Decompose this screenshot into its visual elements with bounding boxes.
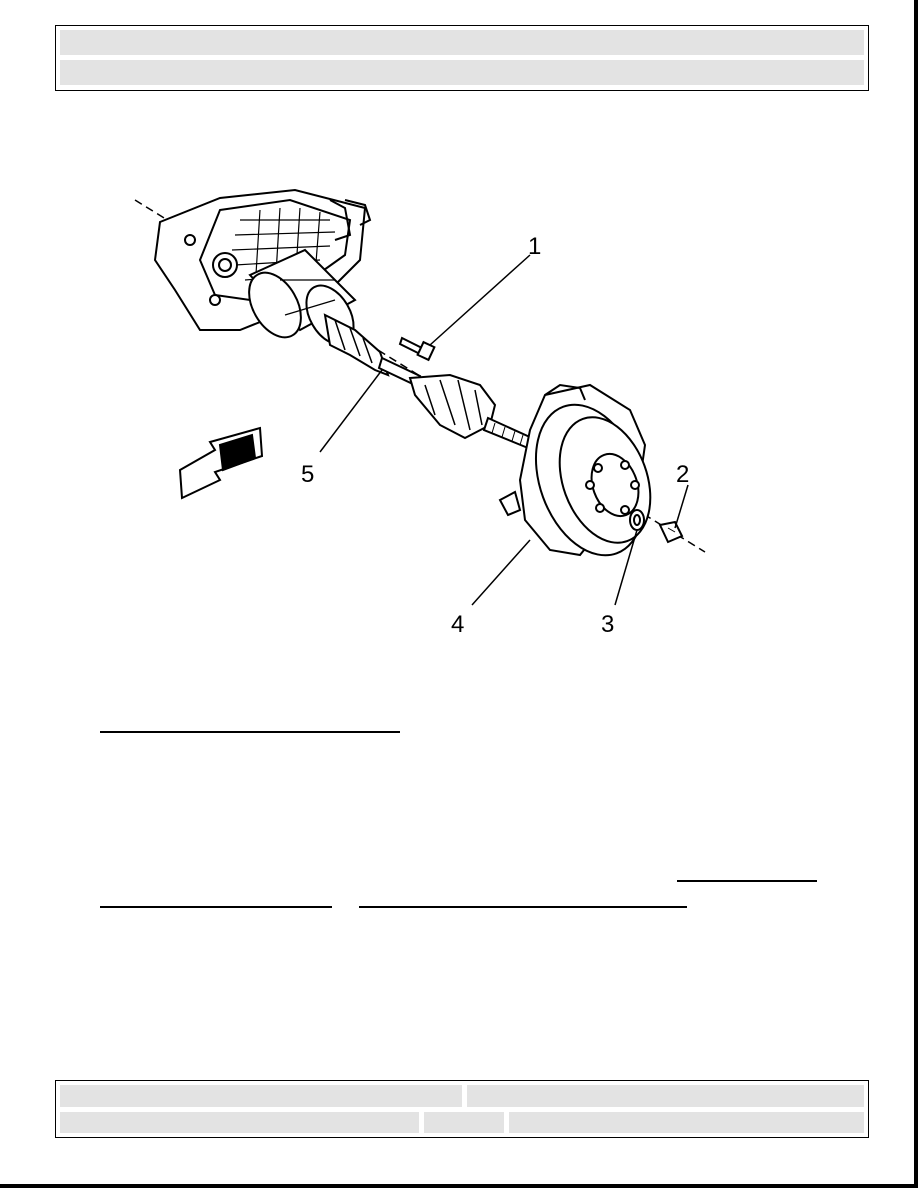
callout-4: 4 — [451, 611, 464, 638]
underline-heading — [100, 731, 400, 733]
leader-4 — [471, 539, 531, 606]
splined-stub — [482, 416, 534, 450]
hub-knuckle-assembly — [498, 383, 652, 557]
callout-1: 1 — [528, 233, 541, 260]
document-footer — [55, 1080, 869, 1138]
document-header — [55, 25, 869, 91]
footer-right-bar — [466, 1084, 865, 1108]
footer-cell-3 — [508, 1111, 865, 1134]
callout-leaders — [319, 254, 689, 606]
leader-5 — [319, 369, 383, 453]
inner-cv-boot — [323, 313, 390, 377]
header-title-bar — [59, 29, 865, 56]
axle-shaft-illustration: 1 2 3 4 5 — [134, 188, 706, 638]
footer-cell-2 — [423, 1111, 505, 1134]
header-subtitle-bar — [59, 59, 865, 86]
washer-part — [629, 509, 645, 531]
bolt-part — [398, 336, 436, 362]
underline-link-a[interactable] — [677, 880, 817, 882]
footer-left-bar — [59, 1084, 463, 1108]
outer-cv-boot — [408, 373, 497, 440]
footer-cell-1 — [59, 1111, 420, 1134]
underline-link-c[interactable] — [359, 906, 687, 908]
underline-link-b[interactable] — [100, 906, 332, 908]
callout-2: 2 — [676, 461, 689, 488]
callout-3: 3 — [601, 611, 614, 638]
front-direction-arrow — [178, 426, 264, 500]
nut-part — [658, 520, 684, 544]
leader-3 — [614, 529, 638, 606]
leader-2 — [674, 484, 689, 529]
intermediate-housing — [248, 248, 357, 346]
callout-5: 5 — [301, 461, 314, 488]
leader-1 — [429, 254, 531, 346]
